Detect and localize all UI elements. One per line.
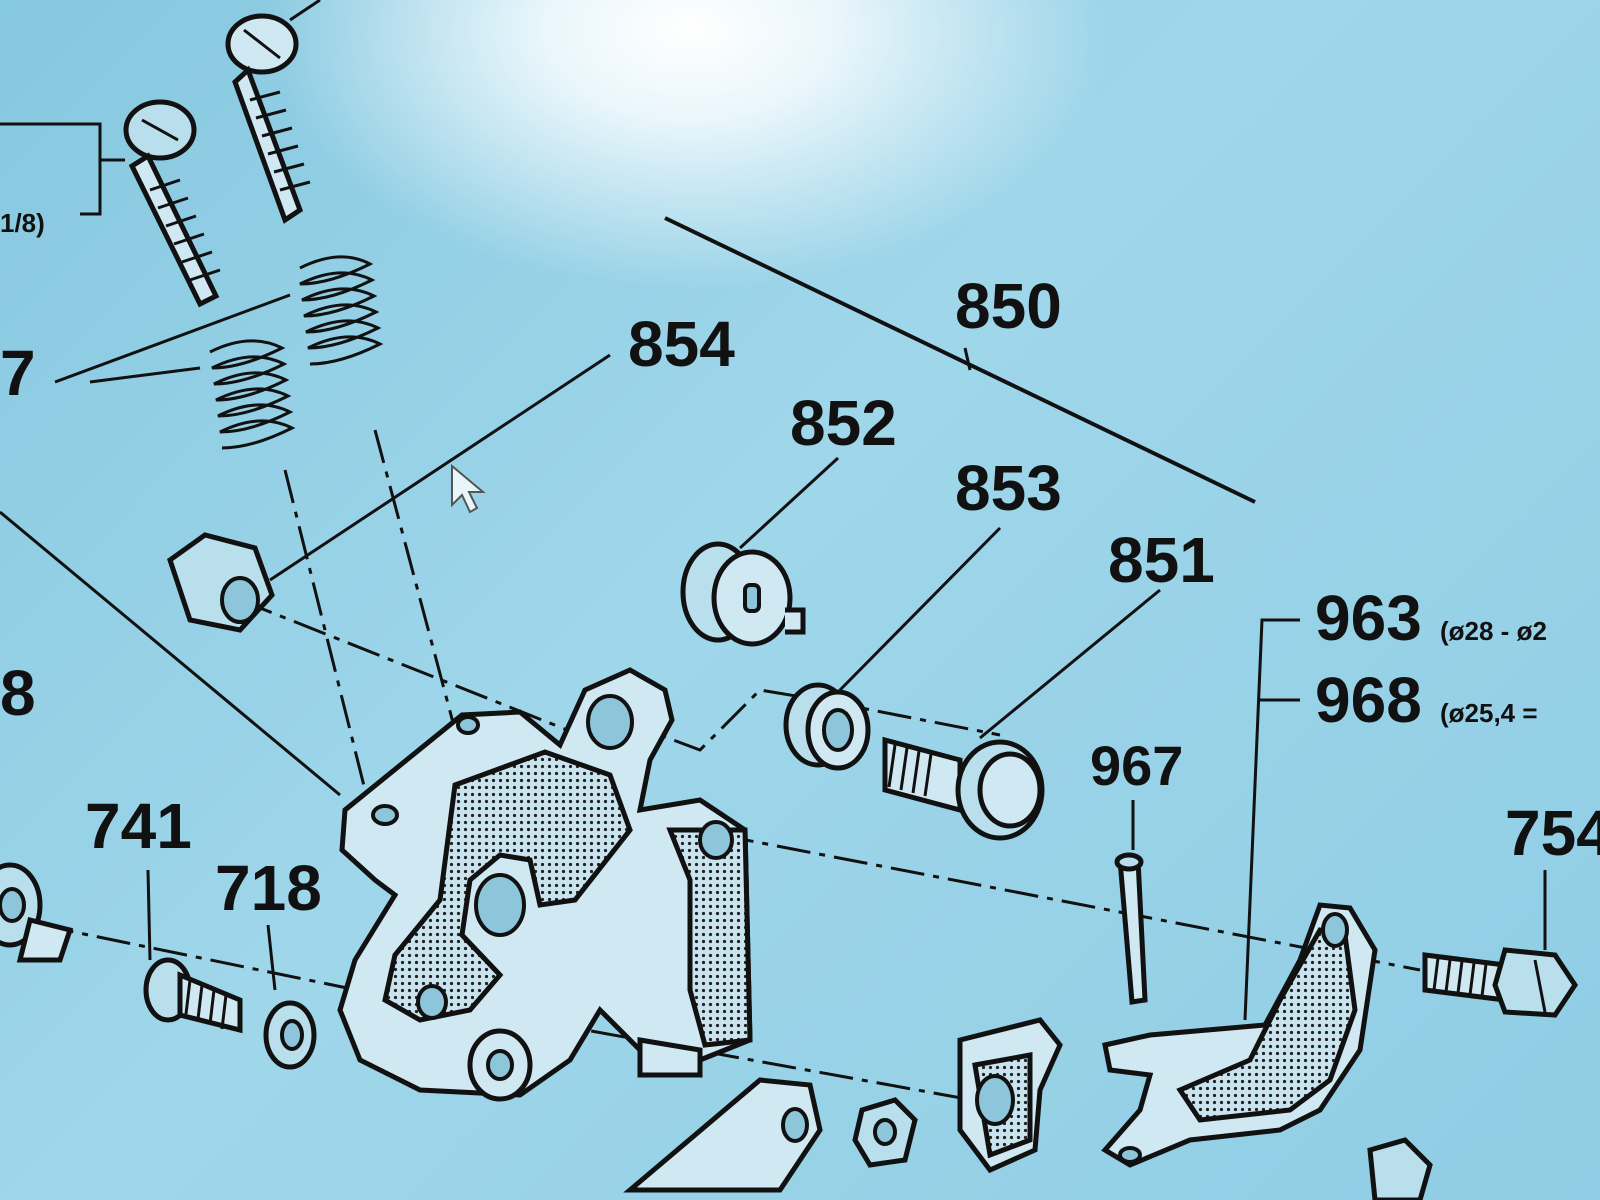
label-754: 754 — [1505, 797, 1600, 869]
label-741: 741 — [85, 790, 192, 862]
label-967: 967 — [1090, 734, 1183, 797]
axis-853 — [619, 688, 1001, 752]
screw-754 — [1422, 947, 1579, 1018]
label-7: 7 — [0, 337, 36, 409]
callout-967-group: 967 — [1090, 734, 1183, 850]
axis-spring-upper — [373, 429, 457, 731]
label-963: 963 — [1315, 582, 1422, 654]
main-plate — [337, 667, 753, 1102]
nut-bottom-right — [1367, 1137, 1433, 1200]
label-968-note: (ø25,4 = — [1440, 698, 1538, 728]
bushing-852 — [680, 541, 806, 647]
pin-967 — [1114, 852, 1148, 1005]
callout-718-group: 718 — [215, 852, 322, 991]
callout-850-group: 850 — [664, 216, 1256, 504]
left-bracket-1-8: 1/8) — [0, 122, 125, 238]
axis-nut — [239, 598, 606, 747]
callout-754-group: 754 — [1505, 797, 1600, 950]
bracket-far-left — [0, 862, 74, 963]
mouse-cursor-icon — [451, 463, 486, 514]
label-853: 853 — [955, 452, 1062, 524]
callout-853-group: 853 — [838, 452, 1062, 692]
callout-852-group: 852 — [738, 387, 897, 550]
callout-741-group: 741 — [85, 790, 192, 961]
axis-spring-lower — [283, 469, 377, 831]
callout-851-group: 851 — [979, 524, 1215, 740]
leader-long-left — [0, 510, 341, 797]
label-718: 718 — [215, 852, 322, 924]
ring-853 — [783, 682, 871, 771]
label-968: 968 — [1315, 664, 1422, 736]
leader-7: 7 — [0, 293, 291, 409]
label-850: 850 — [955, 270, 1062, 342]
nut-854 — [167, 532, 275, 633]
label-854: 854 — [628, 308, 735, 380]
callout-963-968-group: 963 (ø28 - ø2 968 (ø25,4 = — [1243, 582, 1547, 1021]
pin-851 — [882, 736, 1045, 841]
label-963-note: (ø28 - ø2 — [1440, 616, 1547, 646]
washer-718 — [263, 1000, 317, 1070]
callout-854-group: 854 — [269, 308, 735, 582]
yoke-lower — [957, 1017, 1063, 1174]
label-fraction: 1/8) — [0, 208, 45, 238]
screw-left — [123, 99, 221, 308]
label-851: 851 — [1108, 524, 1215, 596]
label-852: 852 — [790, 387, 897, 459]
axis-741 — [39, 923, 431, 1007]
lever-963 — [1101, 902, 1378, 1168]
spring-upper — [299, 255, 384, 366]
label-8: 8 — [0, 657, 36, 729]
nut-lower — [852, 1097, 918, 1168]
spring-lower — [209, 339, 296, 450]
screw-741 — [143, 957, 243, 1034]
bracket-lower — [623, 1077, 823, 1193]
screw-top — [225, 0, 321, 224]
